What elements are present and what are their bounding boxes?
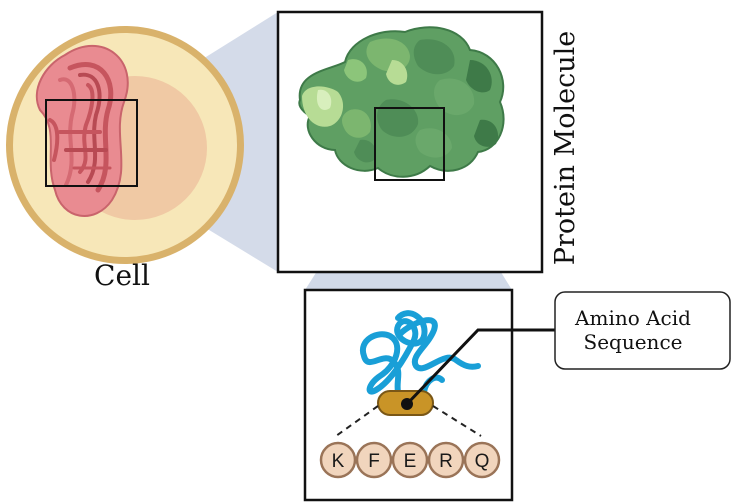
residue-bead	[391, 441, 429, 479]
residue-letter: K	[332, 451, 345, 472]
protein-label: Protein Molecule	[550, 31, 581, 265]
cell-label: Cell	[94, 259, 150, 292]
residue-bead	[319, 441, 357, 479]
residue-letter: F	[368, 451, 380, 472]
residue-bead	[427, 441, 465, 479]
cell-illustration	[6, 26, 244, 264]
protein-zoom-box	[374, 107, 445, 181]
dash-left	[335, 405, 379, 437]
golgi-apparatus-icon	[35, 44, 129, 217]
callout-line-2: Sequence	[584, 330, 683, 354]
residue-letter: R	[439, 451, 453, 472]
callout-line-1: Amino Acid	[574, 306, 691, 330]
residue-bead	[463, 441, 501, 479]
callout-leader-line	[405, 328, 555, 406]
residue-letter: E	[404, 451, 417, 472]
residue-letter: Q	[475, 451, 490, 472]
callout-box	[554, 291, 731, 370]
amino-acid-sequence-callout: Amino Acid Sequence	[554, 291, 731, 370]
residue-bead	[355, 441, 393, 479]
cell-zoom-box	[45, 99, 138, 187]
dash-right	[432, 405, 482, 437]
